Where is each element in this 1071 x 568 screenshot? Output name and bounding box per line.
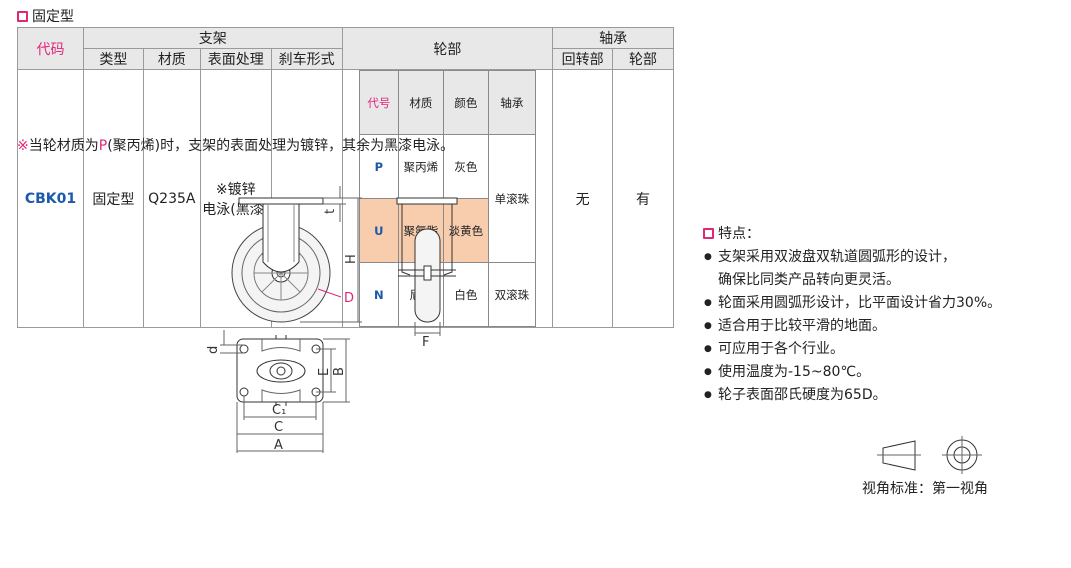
note-suffix: (聚丙烯)时，支架的表面处理为镀锌，其余为黑漆电泳。: [107, 138, 455, 154]
section-marker-icon: [17, 11, 28, 22]
table-row: CBK01 固定型 Q235A ※镀锌 电泳(黑漆) — 代号 材质 颜色 轴承…: [17, 69, 674, 328]
view-angle-label: 视角标准：第一视角: [862, 481, 988, 497]
wheel-bearing: 单滚珠: [487, 134, 536, 263]
header-surface: 表面处理: [199, 48, 272, 70]
header-material: 材质: [142, 48, 201, 70]
features-list: 支架采用双波盘双轨道圆弧形的设计， 确保比同类产品转向更灵活。 轮面采用圆弧形设…: [703, 246, 1001, 407]
cell-wheel: 代号 材质 颜色 轴承 P 聚丙烯 灰色 单滚珠 U 聚氨脂 淡黄色 N: [341, 69, 554, 328]
wheel-h-bearing: 轴承: [487, 70, 536, 135]
label-F: F: [422, 335, 429, 350]
wheel-h-material: 材质: [397, 70, 444, 135]
header-code: 代码: [17, 27, 84, 70]
wheel-code: N: [358, 262, 399, 327]
features-panel: 特点： 支架采用双波盘双轨道圆弧形的设计， 确保比同类产品转向更灵活。 轮面采用…: [703, 223, 1001, 407]
surface-line-1: ※镀锌: [215, 181, 256, 198]
wheel-row-u: U 聚氨脂 淡黄色: [358, 198, 535, 263]
label-H: H: [344, 254, 359, 264]
cell-wheelpart: 有: [612, 69, 674, 328]
features-marker-icon: [703, 228, 714, 239]
section-header: 固定型: [17, 6, 74, 26]
feature-item: 轮子表面邵氏硬度为65D。: [703, 384, 1001, 407]
wheel-material: 聚丙烯: [397, 134, 444, 199]
feature-item: 使用温度为-15~80℃。: [703, 361, 1001, 384]
label-C: C: [274, 420, 283, 435]
feature-item: 轮面采用圆弧形设计，比平面设计省力30%。: [703, 292, 1001, 315]
header-bracket: 支架: [82, 27, 343, 49]
note-mark: ※: [17, 138, 29, 154]
label-A: A: [274, 438, 283, 453]
view-angle-symbol: [877, 436, 982, 474]
label-B: B: [332, 367, 347, 376]
label-C1: C₁: [272, 403, 286, 418]
feature-item: 适合用于比较平滑的地面。: [703, 315, 1001, 338]
front-view: [396, 197, 458, 336]
note-prefix: 当轮材质为: [28, 138, 99, 154]
wheel-color: 淡黄色: [442, 198, 489, 263]
cell-type: 固定型: [82, 69, 144, 328]
cell-code: CBK01: [17, 69, 84, 328]
features-title: 特点：: [718, 226, 760, 242]
header-brake: 刹车形式: [270, 48, 343, 70]
header-swivel: 回转部: [552, 48, 614, 70]
wheel-h-color: 颜色: [442, 70, 489, 135]
label-t: t: [323, 209, 338, 214]
feature-item: 可应用于各个行业。: [703, 338, 1001, 361]
cell-material: Q235A: [142, 69, 201, 328]
footnote: ※当轮材质为P(聚丙烯)时，支架的表面处理为镀锌，其余为黑漆电泳。: [17, 135, 454, 155]
section-title: 固定型: [32, 9, 74, 25]
features-title-row: 特点：: [703, 223, 1001, 246]
wheel-bearing: 双滚珠: [487, 262, 536, 327]
wheel-h-code: 代号: [358, 70, 399, 135]
cell-swivel: 无: [552, 69, 614, 328]
side-view: [231, 186, 362, 323]
feature-item: 确保比同类产品转向更灵活。: [718, 272, 900, 288]
feature-item: 支架采用双波盘双轨道圆弧形的设计，: [703, 246, 1001, 269]
label-d: d: [206, 346, 221, 354]
wheel-color: 灰色: [442, 134, 489, 199]
wheel-material-table: 代号 材质 颜色 轴承 P 聚丙烯 灰色 单滚珠 U 聚氨脂 淡黄色 N: [358, 70, 536, 327]
wheel-row-p: P 聚丙烯 灰色 单滚珠: [358, 134, 536, 263]
label-D: D: [344, 291, 354, 306]
header-wheel: 轮部: [341, 27, 554, 70]
spec-table: 代码 支架 轮部 轴承 类型 材质 表面处理 刹车形式 回转部 轮部 CBK01…: [17, 27, 674, 328]
note-material-code: P: [98, 138, 108, 154]
top-view: [220, 330, 350, 453]
surface-line-2: 电泳(黑漆): [202, 201, 270, 218]
label-E: E: [317, 368, 332, 376]
